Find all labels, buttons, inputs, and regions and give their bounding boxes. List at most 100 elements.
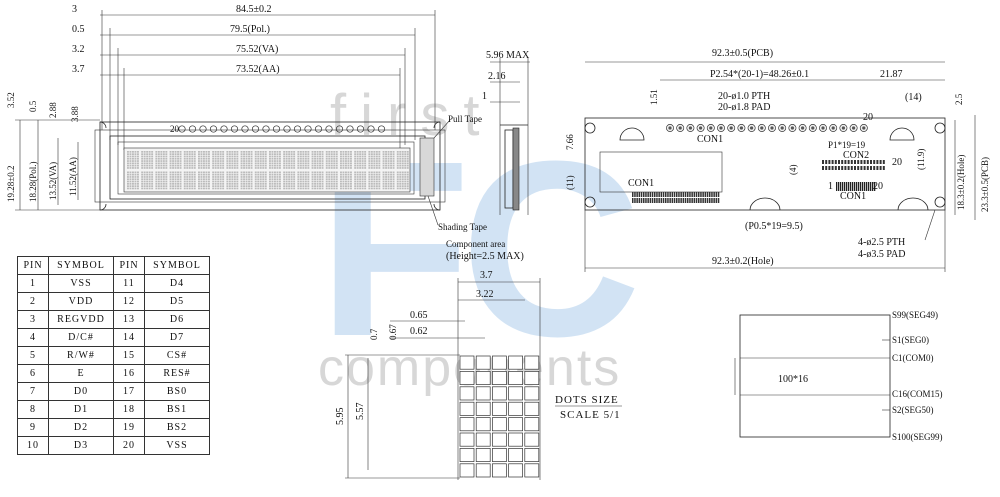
dim-11-9: (11.9) — [916, 149, 926, 170]
pad-label: 20-ø1.8 PAD — [718, 102, 770, 113]
dim-5-96: 5.96 MAX — [486, 50, 530, 61]
pin-cell: 9 — [17, 418, 49, 437]
front-view: 3 84.5±0.2 0.5 79.5(Pol.) 3.2 75.52(VA) … — [6, 4, 524, 262]
pcb-outline — [584, 117, 946, 211]
dim-7-66: 7.66 — [565, 134, 575, 150]
pin-cell: 2 — [17, 292, 49, 311]
pin-cell: 10 — [17, 436, 49, 455]
pin-20-back: 20 — [863, 112, 873, 123]
module-outline — [99, 121, 441, 211]
pin-cell: 17 — [113, 382, 145, 401]
symbol-cell: D7 — [144, 328, 210, 347]
con2-pin-20: 20 — [892, 157, 902, 168]
hole-pth-label: 4-ø2.5 PTH — [858, 237, 905, 248]
matrix-size: 100*16 — [778, 374, 808, 385]
dim-21-87: 21.87 — [880, 69, 903, 80]
symbol-cell: E — [48, 364, 114, 383]
pin-holes-front — [178, 125, 386, 133]
header-pin: PIN — [17, 256, 49, 275]
con2-connector — [822, 160, 885, 170]
con1-fpc-connector — [836, 182, 876, 191]
pin-cell: 4 — [17, 328, 49, 347]
hole-pad-label: 4-ø3.5 PAD — [858, 249, 905, 260]
dim-dot-0-7: 0.7 — [369, 328, 379, 340]
con1-label-left: CON1 — [628, 178, 654, 189]
con1-label-top: CON1 — [697, 134, 723, 145]
dim-dot-3-7: 3.7 — [480, 270, 493, 281]
dim-2-16: 2.16 — [488, 71, 506, 82]
dim-4: (4) — [788, 165, 798, 176]
dim-1: 1 — [482, 91, 487, 102]
pin-cell: 12 — [113, 292, 145, 311]
dim-14: (14) — [905, 92, 922, 103]
dim-dot-5-95: 5.95 — [335, 408, 346, 426]
dim-75-52: 75.52(VA) — [236, 44, 278, 55]
component-height-label: (Height=2.5 MAX) — [446, 251, 524, 262]
pin-cell: 8 — [17, 400, 49, 419]
dim-3-7: 3.7 — [72, 64, 85, 75]
pin-cell: 1 — [17, 274, 49, 293]
dim-2-5: 2.5 — [954, 93, 964, 105]
pin-holes-back — [666, 124, 868, 132]
viewing-area — [117, 141, 415, 195]
symbol-cell: D3 — [48, 436, 114, 455]
symbol-cell: D2 — [48, 418, 114, 437]
header-symbol-2: SYMBOL — [144, 256, 210, 275]
symbol-cell: VSS — [48, 274, 114, 293]
pin-cell: 14 — [113, 328, 145, 347]
mount-tab-left — [619, 127, 645, 141]
pin-table-header: PIN SYMBOL PIN SYMBOL — [17, 256, 210, 275]
dim-v-3-52: 3.52 — [6, 92, 16, 108]
dim-dot-3-22: 3.22 — [476, 289, 494, 300]
c1-label: C1(COM0) — [892, 353, 934, 363]
shading-tape — [419, 137, 435, 197]
pin-cell: 19 — [113, 418, 145, 437]
component-area-label: Component area — [446, 239, 505, 249]
con1-label: CON1 — [840, 191, 866, 202]
dim-11: (11) — [565, 175, 575, 190]
dim-92-3-hole: 92.3±0.2(Hole) — [712, 256, 774, 267]
dim-v-11-52: 11.52(AA) — [68, 157, 78, 196]
symbol-cell: D5 — [144, 292, 210, 311]
pth-label: 20-ø1.0 PTH — [718, 91, 770, 102]
symbol-cell: R/W# — [48, 346, 114, 365]
dim-84-5: 84.5±0.2 — [236, 4, 272, 15]
dim-v-13-52: 13.52(VA) — [48, 162, 58, 200]
c16-label: C16(COM15) — [892, 389, 943, 399]
s1-label: S1(SEG0) — [892, 335, 929, 345]
dim-dot-0-67: 0.67 — [388, 324, 398, 340]
header-symbol: SYMBOL — [48, 256, 114, 275]
matrix-diagram: 100*16 S99(SEG49) S1(SEG0) C1(COM0) C16(… — [734, 310, 943, 442]
dim-pitch: P2.54*(20-1)=48.26±0.1 — [710, 69, 809, 80]
dim-23-3: 23.3±0.5(PCB) — [980, 157, 990, 212]
s2-label: S2(SEG50) — [892, 405, 934, 415]
dim-18-3: 18.3±0.2(Hole) — [956, 155, 966, 210]
symbol-cell: D4 — [144, 274, 210, 293]
pin-cell: 15 — [113, 346, 145, 365]
symbol-cell: VDD — [48, 292, 114, 311]
con1-pin-20: 20 — [873, 181, 883, 192]
symbol-cell: BS2 — [144, 418, 210, 437]
header-pin-2: PIN — [113, 256, 145, 275]
symbol-cell: REGVDD — [48, 310, 114, 329]
side-view: 5.96 MAX 2.16 1 — [482, 50, 530, 215]
back-view: 92.3±0.5(PCB) P2.54*(20-1)=48.26±0.1 21.… — [565, 48, 990, 272]
dim-v-3-88: 3.88 — [70, 106, 80, 122]
mount-tab-right — [889, 127, 915, 141]
dim-0-5: 0.5 — [72, 24, 85, 35]
pin-cell: 5 — [17, 346, 49, 365]
dots-size-title: DOTS SIZE — [555, 394, 619, 406]
dim-p1: P1*19=19 — [828, 140, 866, 150]
s100-label: S100(SEG99) — [892, 432, 943, 442]
pin-cell: 20 — [113, 436, 145, 455]
